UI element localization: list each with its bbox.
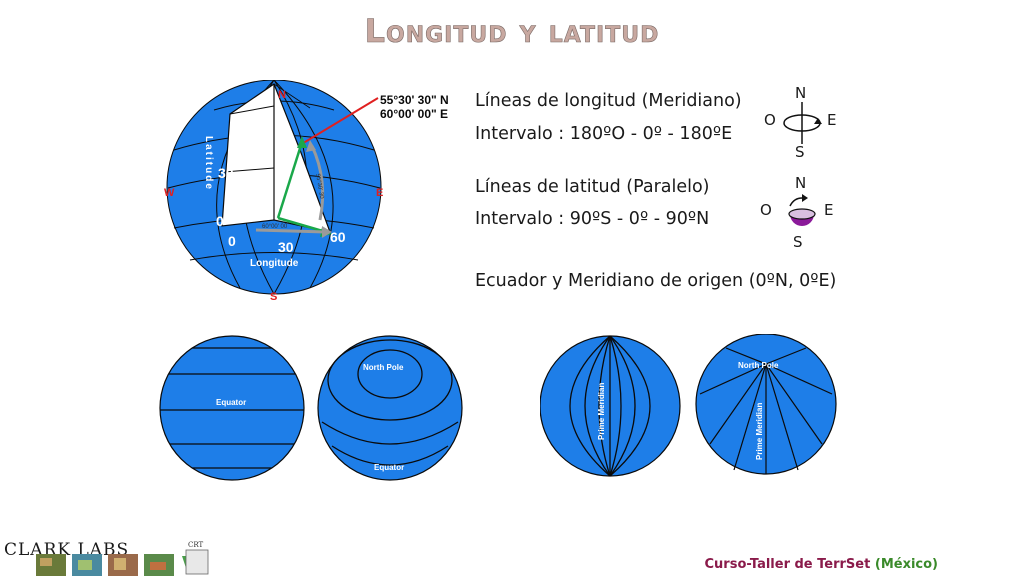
meridians-globes: Prime Meridian North Pole Prime Meridian <box>540 334 840 484</box>
prime-meridian-label-1: Prime Meridian <box>597 383 606 440</box>
parallel-title: Líneas de latitud (Paralelo) <box>475 177 710 197</box>
lon-0-label: 0 <box>228 233 236 249</box>
pole-n-label: N <box>278 89 286 101</box>
equator-globe-front <box>160 336 304 480</box>
latitude-word: Latitude <box>203 136 214 191</box>
course-footer: Curso-Taller de TerrSet (México) <box>705 557 938 572</box>
meridian-title: Líneas de longitud (Meridiano) <box>475 91 742 111</box>
pole-s-label: S <box>270 291 277 303</box>
east-label: E <box>376 187 383 199</box>
compass2-n-label: N <box>795 174 806 192</box>
north-pole-label-2: North Pole <box>738 361 779 370</box>
equator-label-1: Equator <box>216 398 246 407</box>
lat-30-label: 30 <box>218 165 234 181</box>
prime-meridian-label-2: Prime Meridian <box>755 403 764 460</box>
meridian-rotation-icon <box>780 102 826 146</box>
meridian-compass: N O E S <box>758 84 848 164</box>
origin-text: Ecuador y Meridiano de origen (0ºN, 0ºE) <box>475 271 836 291</box>
meridian-range: Intervalo : 180ºO - 0º - 180ºE <box>475 124 732 144</box>
course-name: Curso-Taller de TerrSet <box>705 557 871 572</box>
crt-seal: CRT <box>184 538 210 576</box>
west-label: W <box>164 187 175 199</box>
compass-e-label: E <box>827 111 836 129</box>
north-pole-globe <box>318 336 462 480</box>
north-pole-label-1: North Pole <box>363 363 404 372</box>
lon-30-label: 30 <box>278 239 294 255</box>
compass2-o-label: O <box>760 201 772 219</box>
parallel-rotation-icon <box>780 192 826 236</box>
lat-60-label: 60 <box>238 117 254 133</box>
parallel-range: Intervalo : 90ºS - 0º - 90ºN <box>475 209 709 229</box>
compass-n-label: N <box>795 84 806 102</box>
title-svg: Longitud y latitud <box>0 4 1024 52</box>
coord-lon: 60°00' 00" E <box>380 107 448 121</box>
globe-diagram: N S W E 60 30 0 0 30 60 Latitude Longitu… <box>150 80 480 310</box>
lon-60-label: 60 <box>330 229 346 245</box>
parallel-compass: N O E S <box>758 174 848 254</box>
lat-0-label: 0 <box>216 213 224 229</box>
compass-o-label: O <box>764 111 776 129</box>
parallels-globes: Equator North Pole Equator <box>158 334 468 484</box>
coord-lat: 55°30' 30" N <box>380 93 449 107</box>
longitude-word: Longitude <box>250 258 299 269</box>
equator-label-2: Equator <box>374 463 404 472</box>
crt-text: CRT <box>188 541 204 549</box>
course-country: (México) <box>875 557 938 572</box>
slide-title: Longitud y latitud <box>0 4 1024 57</box>
title-text: Longitud y latitud <box>365 12 660 50</box>
small-lon-label: 60°00' 00 <box>262 224 288 230</box>
